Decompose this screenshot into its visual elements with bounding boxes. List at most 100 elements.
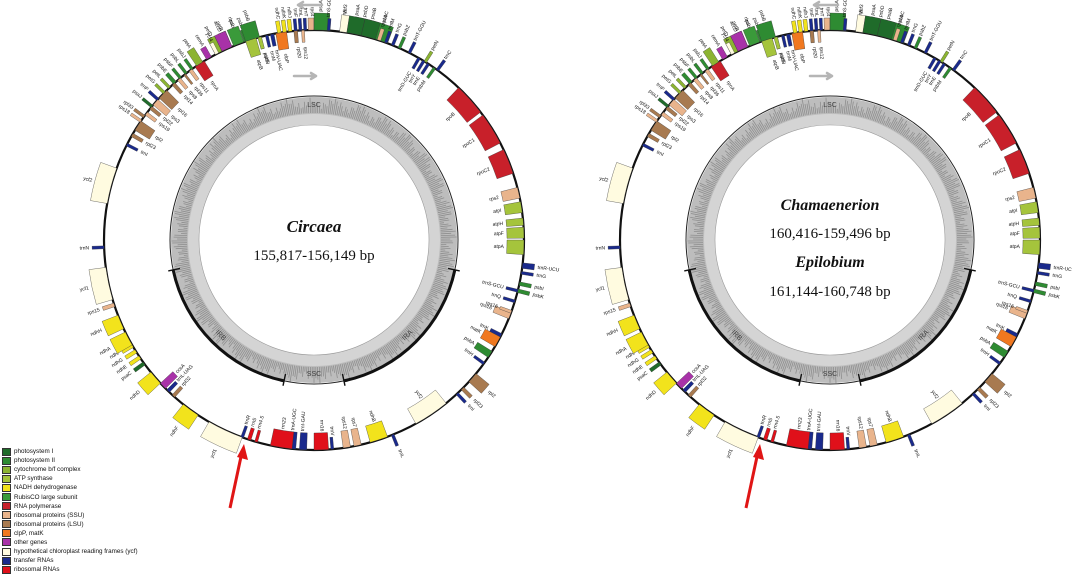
gene-block xyxy=(923,389,963,424)
region-label-lsc: LSC xyxy=(823,102,837,109)
gc-bars xyxy=(171,97,457,384)
gene-label: trnH xyxy=(463,347,474,358)
gene-label: trnL xyxy=(813,8,820,17)
gene-label: matK xyxy=(469,324,483,335)
gene-block xyxy=(183,58,194,71)
gene-label: ndhD xyxy=(129,389,142,402)
gene-label: rps8 xyxy=(703,90,714,101)
gene-block xyxy=(1022,239,1041,255)
gene-block xyxy=(505,286,519,293)
gene-block xyxy=(989,355,1001,365)
gene-label: trnG xyxy=(536,273,547,280)
gene-block xyxy=(327,18,332,31)
gene-block xyxy=(102,302,116,311)
legend-label: photosystem I xyxy=(14,448,54,456)
region-label-ssc: SSC xyxy=(823,371,837,378)
genus-name: Epilobium xyxy=(794,254,864,271)
gene-label: psbI xyxy=(534,284,544,292)
gene-label: psbL xyxy=(685,52,696,64)
gene-block xyxy=(200,421,243,454)
gene-block xyxy=(158,89,179,110)
gene-label: ycf2 xyxy=(413,389,423,400)
gene-block xyxy=(668,99,687,117)
gene-label: psbK xyxy=(1048,292,1061,301)
legend-label: clpP, matK xyxy=(14,529,44,537)
gene-label: ndhE xyxy=(116,364,130,376)
gene-block xyxy=(1003,149,1030,179)
gene-label: trnY xyxy=(924,73,934,85)
gene-block xyxy=(492,305,512,319)
gene-label: psbL xyxy=(169,52,180,64)
inner-circle xyxy=(714,124,946,356)
gene-block xyxy=(520,271,534,277)
gene-block xyxy=(907,33,915,47)
region-line xyxy=(685,95,975,385)
gene-block xyxy=(1034,281,1048,289)
gene-label: atpA xyxy=(494,244,505,250)
legend-label: hypothetical chloroplast reading frames … xyxy=(14,548,138,556)
gene-block xyxy=(989,342,1009,358)
gene-label: rbcL xyxy=(742,16,751,27)
gene-block xyxy=(247,427,255,441)
gene-block xyxy=(604,267,629,305)
gene-block xyxy=(455,392,467,404)
gene-label: psaA xyxy=(354,3,362,16)
gene-block xyxy=(1016,187,1036,202)
gene-block xyxy=(407,41,417,54)
gene-label: rps12 xyxy=(340,416,348,430)
gene-label: trnG xyxy=(1052,273,1063,280)
gene-block xyxy=(625,331,649,354)
gene-block xyxy=(329,436,334,450)
gene-block xyxy=(240,425,248,439)
legend-swatch xyxy=(2,538,11,547)
gene-block xyxy=(487,149,514,179)
gene-block xyxy=(663,90,676,101)
gene-label: trnE xyxy=(412,75,422,87)
gene-block xyxy=(716,421,759,454)
gene-block xyxy=(660,111,674,123)
gene-block xyxy=(676,371,694,389)
gene-label: cemA xyxy=(709,34,721,49)
gene-label: rps12 xyxy=(818,47,825,60)
gene-block xyxy=(90,162,117,204)
gene-label: trnI xyxy=(466,403,475,412)
gene-label: trnK xyxy=(479,322,490,332)
gene-label: psbM xyxy=(416,79,428,92)
gene-block xyxy=(670,83,682,95)
gene-block xyxy=(340,429,351,449)
gene-block xyxy=(818,17,823,31)
legend-label: other genes xyxy=(14,538,48,546)
gene-block xyxy=(302,17,307,31)
gene-label: trnI-GAU xyxy=(300,411,307,431)
gene-label: psbF xyxy=(678,57,690,69)
gene-block xyxy=(270,428,295,450)
gene-block xyxy=(502,296,516,304)
gene-label: rps7 xyxy=(350,417,358,428)
legend-item: ribosomal proteins (LSU) xyxy=(2,520,172,529)
gene-block xyxy=(843,18,848,31)
gene-label: petD xyxy=(719,25,729,37)
gene-label: rps3 xyxy=(169,114,180,125)
gene-block xyxy=(376,28,385,42)
genus-name: Circaea xyxy=(287,217,342,236)
gene-block xyxy=(653,371,677,396)
legend-swatch xyxy=(2,547,11,556)
gene-block xyxy=(1021,217,1040,227)
gc-bars xyxy=(687,97,973,384)
gene-label: matK xyxy=(985,324,999,335)
gene-label: trnI xyxy=(139,149,148,158)
region-boundary-tick xyxy=(798,373,803,386)
legend-label: NADH dehydrogenase xyxy=(14,484,78,492)
gene-label: ndhK xyxy=(279,7,287,20)
legend-swatch xyxy=(2,520,11,529)
legend-item: clpP, matK xyxy=(2,529,172,538)
gene-label: rpoC2 xyxy=(476,167,491,178)
gene-block xyxy=(877,18,897,40)
gene-block xyxy=(480,328,501,347)
gene-label: trnR-UCU xyxy=(537,265,560,274)
gene-block xyxy=(1015,306,1029,314)
gene-block xyxy=(813,18,819,31)
gene-block xyxy=(129,112,143,123)
